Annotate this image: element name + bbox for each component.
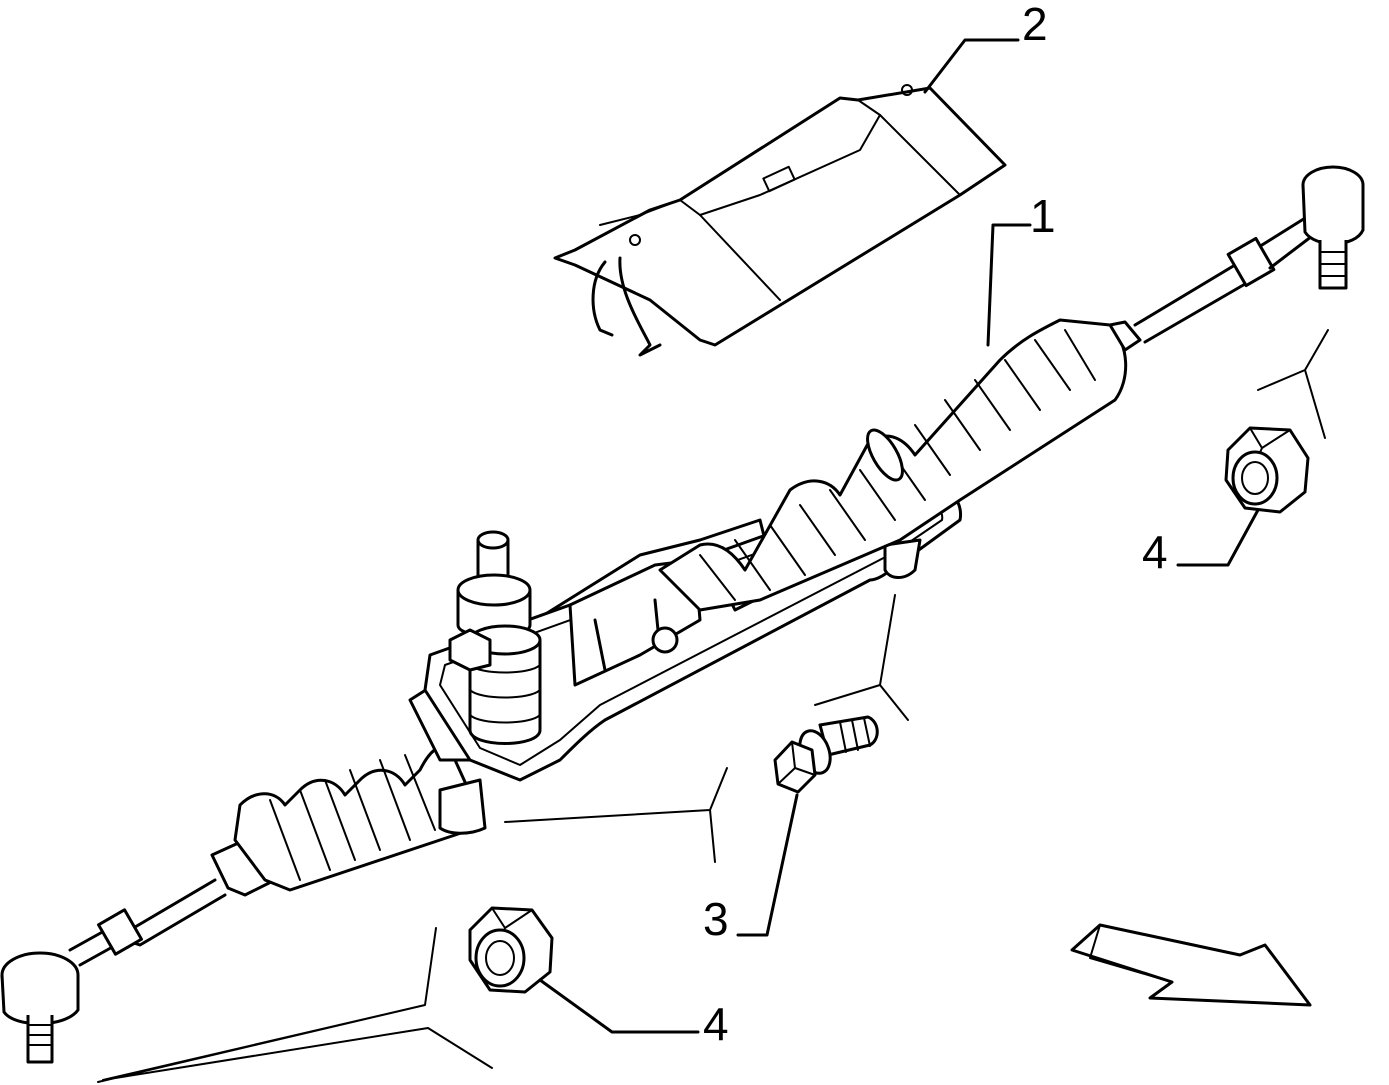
callout-leaders (538, 38, 1260, 1034)
leader-4-right (1176, 508, 1260, 567)
callout-number-4-right: 4 (1142, 526, 1168, 578)
callout-number-3: 3 (703, 893, 729, 945)
steering-rack-part-1 (0, 165, 1365, 1064)
callout-number-2: 2 (1022, 0, 1048, 50)
pinion-valve (448, 530, 542, 745)
leader-3 (736, 793, 799, 937)
bolt-part-3 (773, 715, 879, 794)
callout-number-4-bottom: 4 (703, 998, 729, 1050)
heat-shield-part-2 (553, 84, 1007, 357)
direction-arrow (1070, 923, 1312, 1007)
leader-4-bottom (538, 978, 700, 1034)
leader-2 (923, 38, 1020, 94)
right-tie-rod-end (1108, 165, 1365, 352)
nut-part-4-right (1224, 426, 1310, 514)
leader-1 (986, 223, 1032, 347)
callout-number-1: 1 (1030, 190, 1056, 242)
right-rubber-boot (658, 318, 1128, 612)
left-tie-rod-end (0, 878, 227, 1064)
nut-part-4-bottom (468, 906, 554, 994)
assembly-guide-lines (97, 329, 1329, 1083)
